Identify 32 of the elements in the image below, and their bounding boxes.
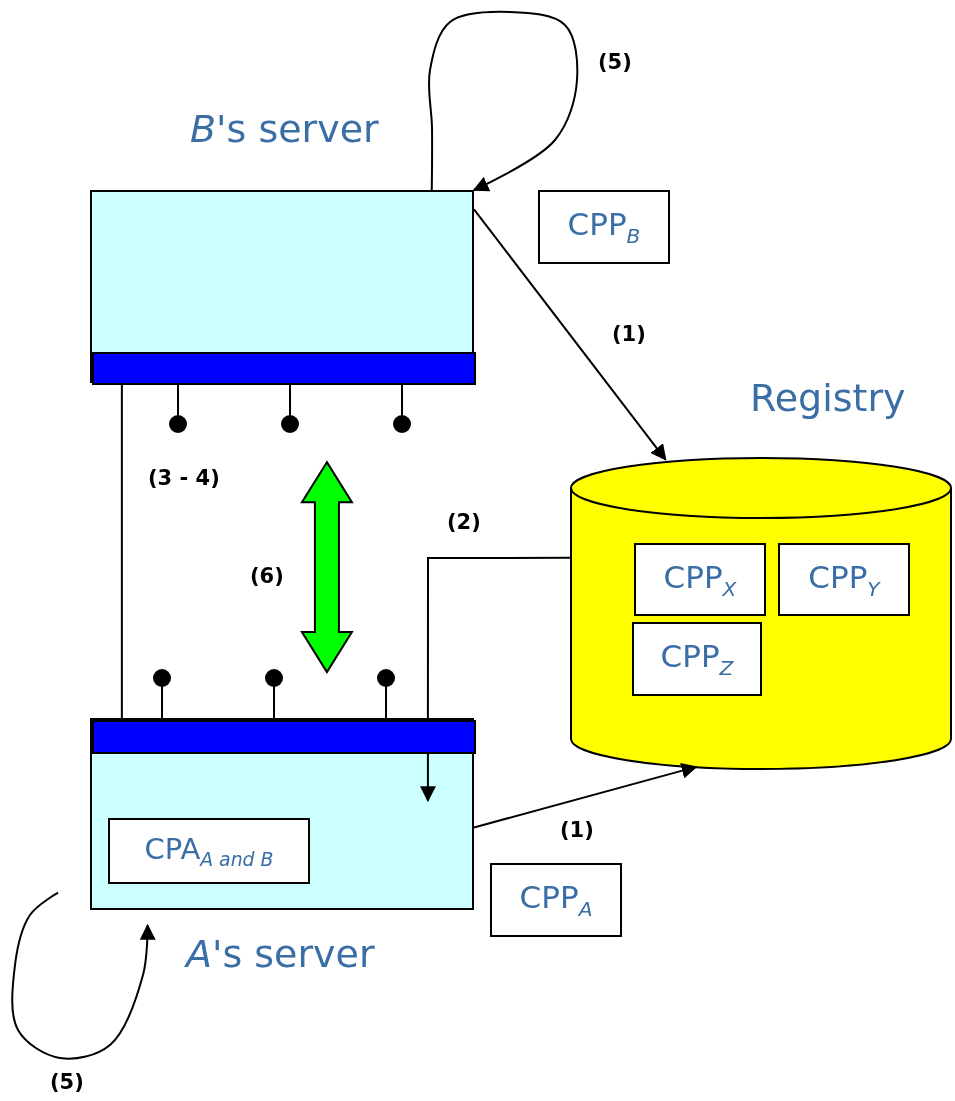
heading: B's server bbox=[190, 107, 379, 151]
interface-bar bbox=[92, 720, 476, 754]
edge-label: (6) bbox=[248, 564, 286, 588]
label: CPP$_{Z}$ bbox=[659, 638, 735, 680]
heading: A's server bbox=[186, 932, 375, 976]
double-arrow bbox=[300, 460, 354, 674]
connector-line bbox=[120, 382, 123, 719]
document-box bbox=[490, 863, 622, 937]
label: CPP$_{B}$ bbox=[566, 206, 642, 248]
arrow bbox=[419, 751, 436, 803]
edge-label: (3 - 4) bbox=[146, 466, 222, 490]
document-box bbox=[632, 622, 762, 696]
loop-arrow bbox=[11, 891, 156, 1060]
document-box bbox=[778, 543, 910, 616]
connector-line bbox=[426, 556, 571, 719]
label: CPP$_{A}$ bbox=[518, 879, 594, 921]
label: CPA$_{A and B}$ bbox=[143, 832, 275, 870]
label: CPP$_{Y}$ bbox=[807, 559, 882, 600]
document-box bbox=[108, 818, 310, 884]
label: CPP$_{X}$ bbox=[662, 559, 738, 600]
heading: Registry bbox=[750, 376, 906, 420]
edge-label: (2) bbox=[445, 510, 483, 534]
edge-label: (5) bbox=[48, 1070, 86, 1094]
arrow bbox=[473, 762, 698, 829]
edge-label: (1) bbox=[558, 818, 596, 842]
document-box bbox=[538, 190, 670, 264]
loop-arrow bbox=[427, 10, 579, 192]
interface-bar bbox=[92, 352, 476, 385]
arrow bbox=[473, 208, 667, 461]
document-box bbox=[634, 543, 766, 616]
edge-label: (5) bbox=[596, 50, 634, 74]
edge-label: (1) bbox=[610, 322, 648, 346]
